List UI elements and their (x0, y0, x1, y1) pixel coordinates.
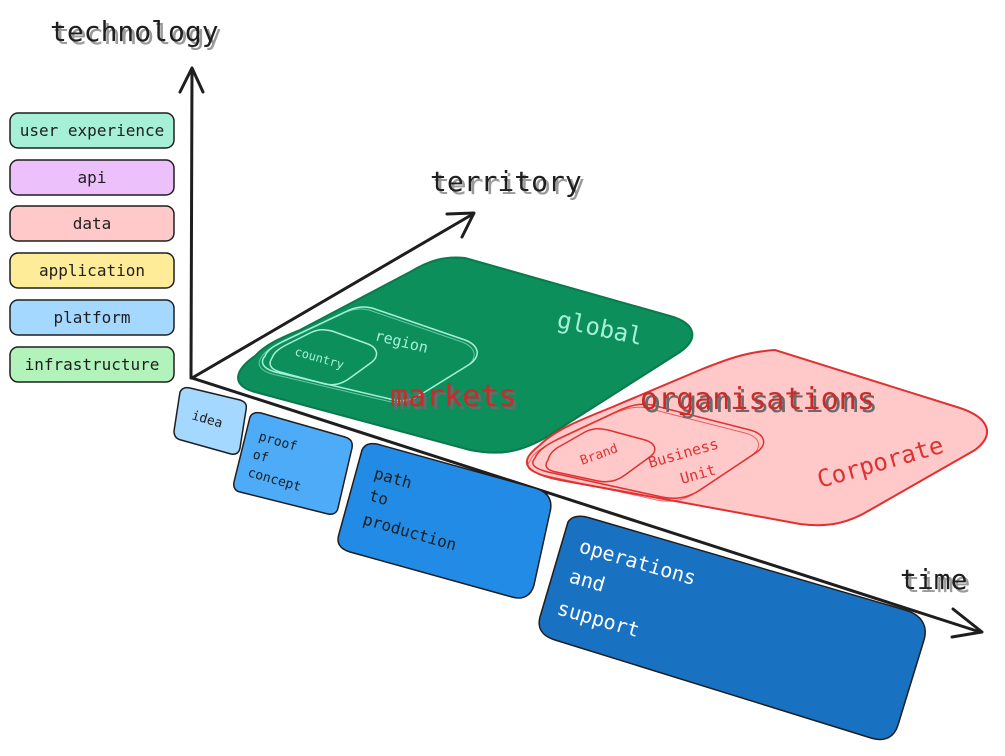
markets-plane: global region country markets markets (237, 256, 694, 454)
markets-title-shadow: markets (393, 382, 519, 417)
time-axis (190, 376, 984, 639)
svg-text:time: time (900, 563, 967, 596)
svg-text:platform: platform (53, 308, 130, 327)
territory-axis-label: territory territory (430, 165, 585, 201)
svg-text:data: data (73, 214, 112, 233)
legend-item-platform: platform (9, 299, 175, 336)
legend-item-user-experience: user experience (9, 112, 175, 149)
legend: user experience api data application pla… (9, 112, 175, 383)
territory-axis (190, 211, 476, 380)
svg-text:technology: technology (53, 18, 222, 51)
svg-text:user experience: user experience (20, 121, 165, 140)
stage-proof-of-concept: proof of concept (233, 411, 353, 515)
svg-text:application: application (39, 261, 145, 280)
time-axis-label: time time (900, 563, 970, 599)
technology-axis-label: technology technology (50, 15, 222, 51)
svg-text:time: time (903, 566, 970, 599)
legend-item-api: api (9, 159, 175, 196)
ptp-label-line2: to (367, 486, 391, 510)
organisations-title-shadow: organisations (643, 385, 878, 420)
markets-title: markets (390, 379, 516, 414)
svg-text:territory: territory (433, 168, 585, 201)
poc-label-line2: of (251, 447, 270, 466)
svg-text:technology: technology (50, 15, 219, 48)
organisations-title: organisations (640, 382, 875, 417)
stage-path-to-production: path to production (337, 442, 552, 599)
svg-text:api: api (78, 168, 107, 187)
legend-item-application: application (9, 252, 175, 289)
legend-item-data: data (9, 205, 175, 242)
stage-idea: idea (173, 386, 248, 455)
legend-item-infrastructure: infrastructure (9, 346, 175, 383)
technology-axis (178, 66, 205, 380)
svg-text:territory: territory (430, 165, 582, 198)
stage-operations-and-support: operations and support (538, 515, 926, 741)
svg-text:infrastructure: infrastructure (25, 355, 160, 374)
